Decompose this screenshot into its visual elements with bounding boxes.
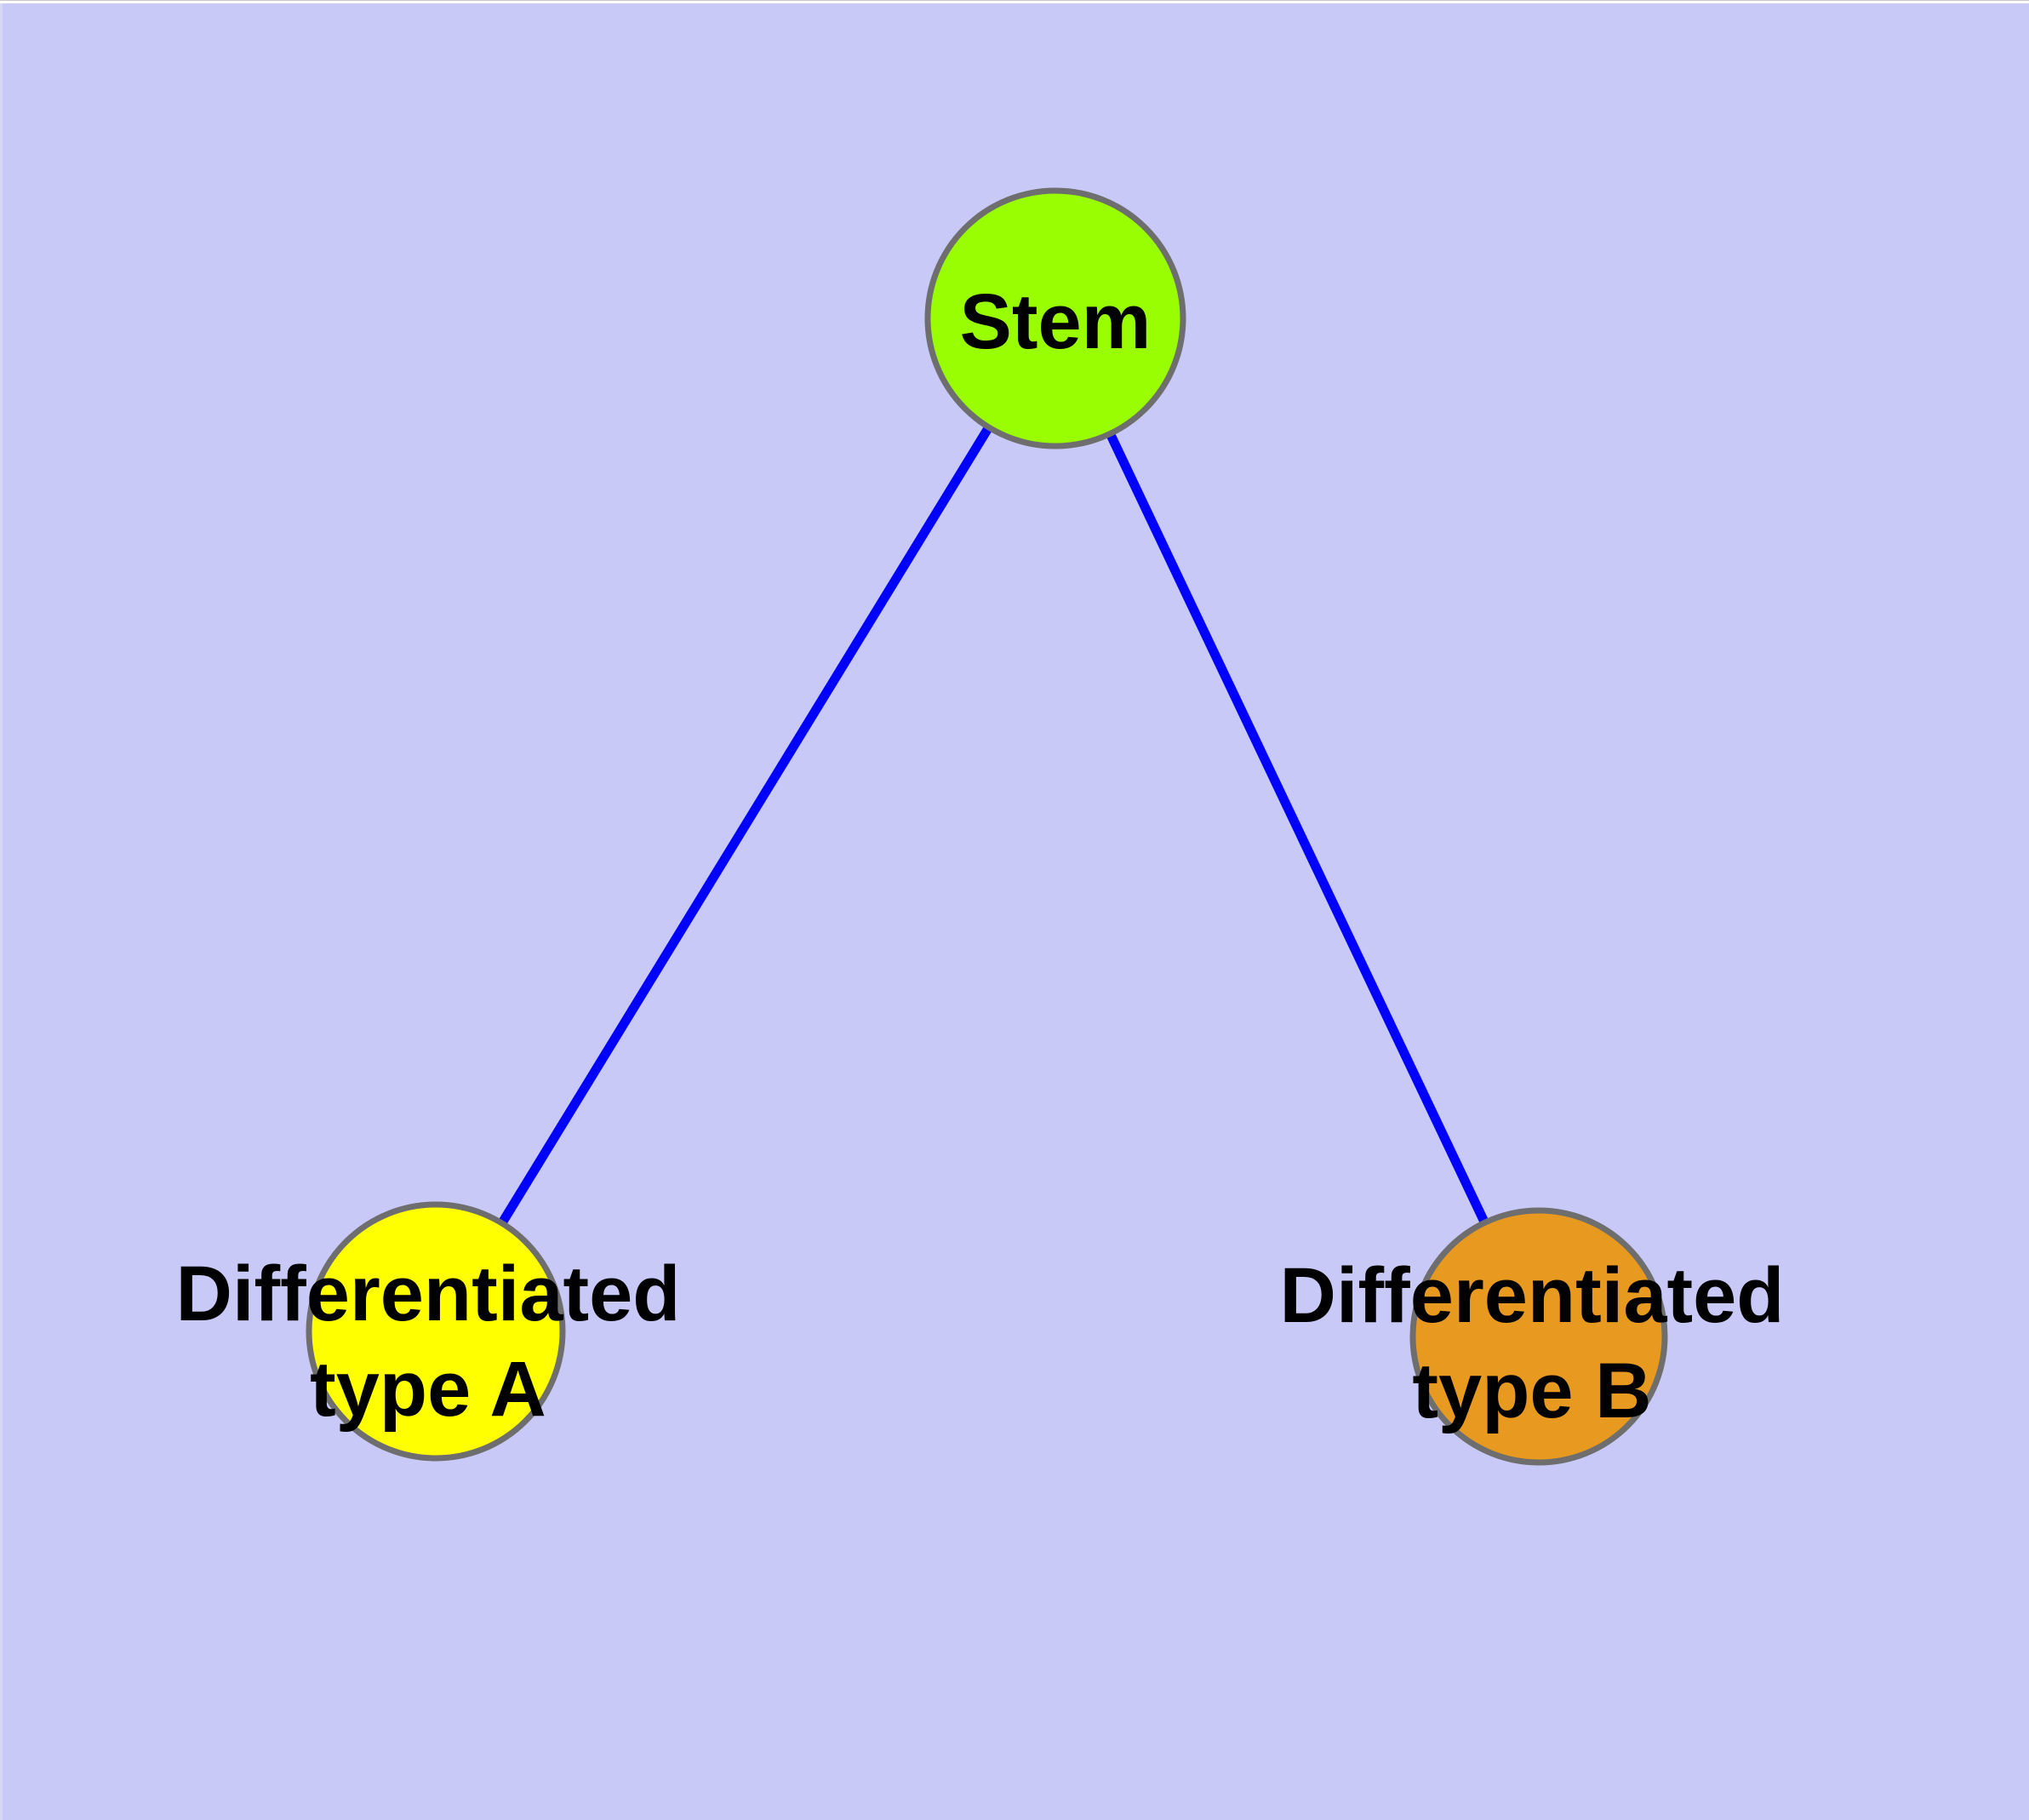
window-edge-left (0, 0, 3, 1820)
edge-stem-to-type-a (432, 316, 1060, 1334)
node-stem (924, 187, 1186, 449)
window-edge-top (0, 0, 2029, 3)
node-differentiated-type-a (306, 1201, 566, 1462)
edge-stem-to-type-b (1051, 316, 1543, 1339)
node-differentiated-type-b (1409, 1207, 1668, 1466)
